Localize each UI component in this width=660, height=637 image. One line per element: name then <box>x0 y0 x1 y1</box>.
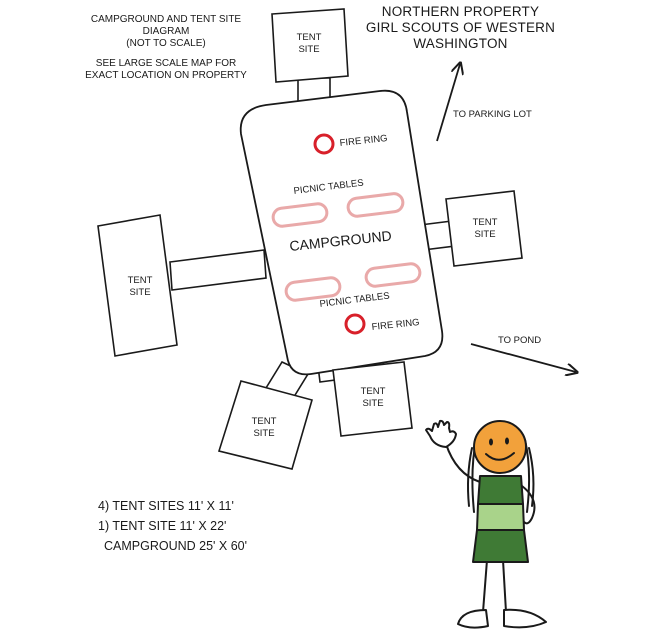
tent-site-lower-left: TENT SITE <box>217 380 313 470</box>
picnic-table <box>271 202 329 228</box>
tent-site-outline <box>332 361 413 437</box>
mascot-hair <box>467 447 473 507</box>
tent-site-right: TENT SITE <box>445 190 523 267</box>
tent-site-label: SITE <box>474 229 495 240</box>
legend-line-3: CAMPGROUND 25' X 60' <box>104 539 248 553</box>
picnic-tables-upper <box>271 192 405 228</box>
mascot-dress-top <box>477 475 524 505</box>
tent-site-top: TENT SITE <box>271 8 349 83</box>
mascot-dress-stripe <box>476 503 525 531</box>
pond-label: TO POND <box>498 335 541 346</box>
mascot-arm <box>445 443 481 483</box>
tent-site-label: SITE <box>362 398 383 409</box>
picnic-table <box>284 276 342 302</box>
legend-line-1: 4) TENT SITES 11' X 11' <box>98 499 234 513</box>
title-line-3: WASHINGTON <box>413 36 508 51</box>
waving-hand-icon <box>425 419 457 448</box>
mascot-head <box>473 420 527 474</box>
mascot-shoe <box>457 609 489 629</box>
tent-site-label: TENT <box>297 32 322 43</box>
girl-scout-mascot <box>425 419 547 629</box>
fire-ring-label: FIRE RING <box>339 133 388 149</box>
tent-site-label: SITE <box>129 287 150 298</box>
parking-lot-label: TO PARKING LOT <box>453 109 532 120</box>
arrow-right-icon <box>470 343 576 372</box>
mascot-arm <box>521 485 536 525</box>
fire-ring-icon <box>344 313 366 335</box>
mascot-leg <box>502 559 507 613</box>
tent-site-bottom: TENT SITE <box>332 361 413 437</box>
tent-site-label: TENT <box>252 416 277 427</box>
page-title: NORTHERN PROPERTY GIRL SCOUTS OF WESTERN… <box>348 4 573 52</box>
tent-site-label: TENT <box>473 217 498 228</box>
tent-site-outline <box>217 380 313 470</box>
picnic-table <box>346 192 405 218</box>
title-line-1: NORTHERN PROPERTY <box>381 4 540 19</box>
mascot-eye <box>505 437 509 445</box>
mascot-leg <box>482 559 488 613</box>
campground-outline <box>239 89 444 376</box>
size-legend: 4) TENT SITES 11' X 11' 1) TENT SITE 11'… <box>98 496 318 556</box>
diagram-note: CAMPGROUND AND TENT SITE DIAGRAM (NOT TO… <box>66 14 266 82</box>
arrow-up-icon <box>436 64 460 142</box>
note-line-2: DIAGRAM <box>142 26 190 37</box>
tent-site-outline <box>445 190 523 267</box>
note-line-4: SEE LARGE SCALE MAP FOR <box>95 58 237 69</box>
note-line-5: EXACT LOCATION ON PROPERTY <box>85 70 247 81</box>
tent-site-outline <box>271 8 349 83</box>
picnic-table <box>364 262 422 288</box>
tent-site-left-large: TENT SITE <box>97 214 178 357</box>
tent-site-label: TENT <box>128 275 153 286</box>
fire-ring-icon <box>313 133 335 155</box>
tent-site-outline <box>97 214 178 357</box>
direction-parking: TO PARKING LOT <box>436 64 532 142</box>
mascot-dress-skirt <box>472 529 529 563</box>
campground-area: FIRE RING PICNIC TABLES CAMPGROUND PICNI… <box>239 89 444 376</box>
mascot-eye <box>489 438 493 446</box>
picnic-tables-lower <box>284 262 422 302</box>
fire-ring-label: FIRE RING <box>371 317 420 333</box>
legend-line-2: 1) TENT SITE 11' X 22' <box>98 519 227 533</box>
tent-site-label: SITE <box>253 428 274 439</box>
title-line-2: GIRL SCOUTS OF WESTERN <box>365 20 556 35</box>
mascot-smile <box>485 452 515 461</box>
tent-site-label: TENT <box>361 386 386 397</box>
mascot-shoe <box>503 608 547 629</box>
direction-pond: TO POND <box>470 335 576 372</box>
path-left <box>169 249 267 291</box>
tent-site-label: SITE <box>298 44 319 55</box>
note-line-3: (NOT TO SCALE) <box>126 38 206 49</box>
note-line-1: CAMPGROUND AND TENT SITE <box>90 14 242 25</box>
